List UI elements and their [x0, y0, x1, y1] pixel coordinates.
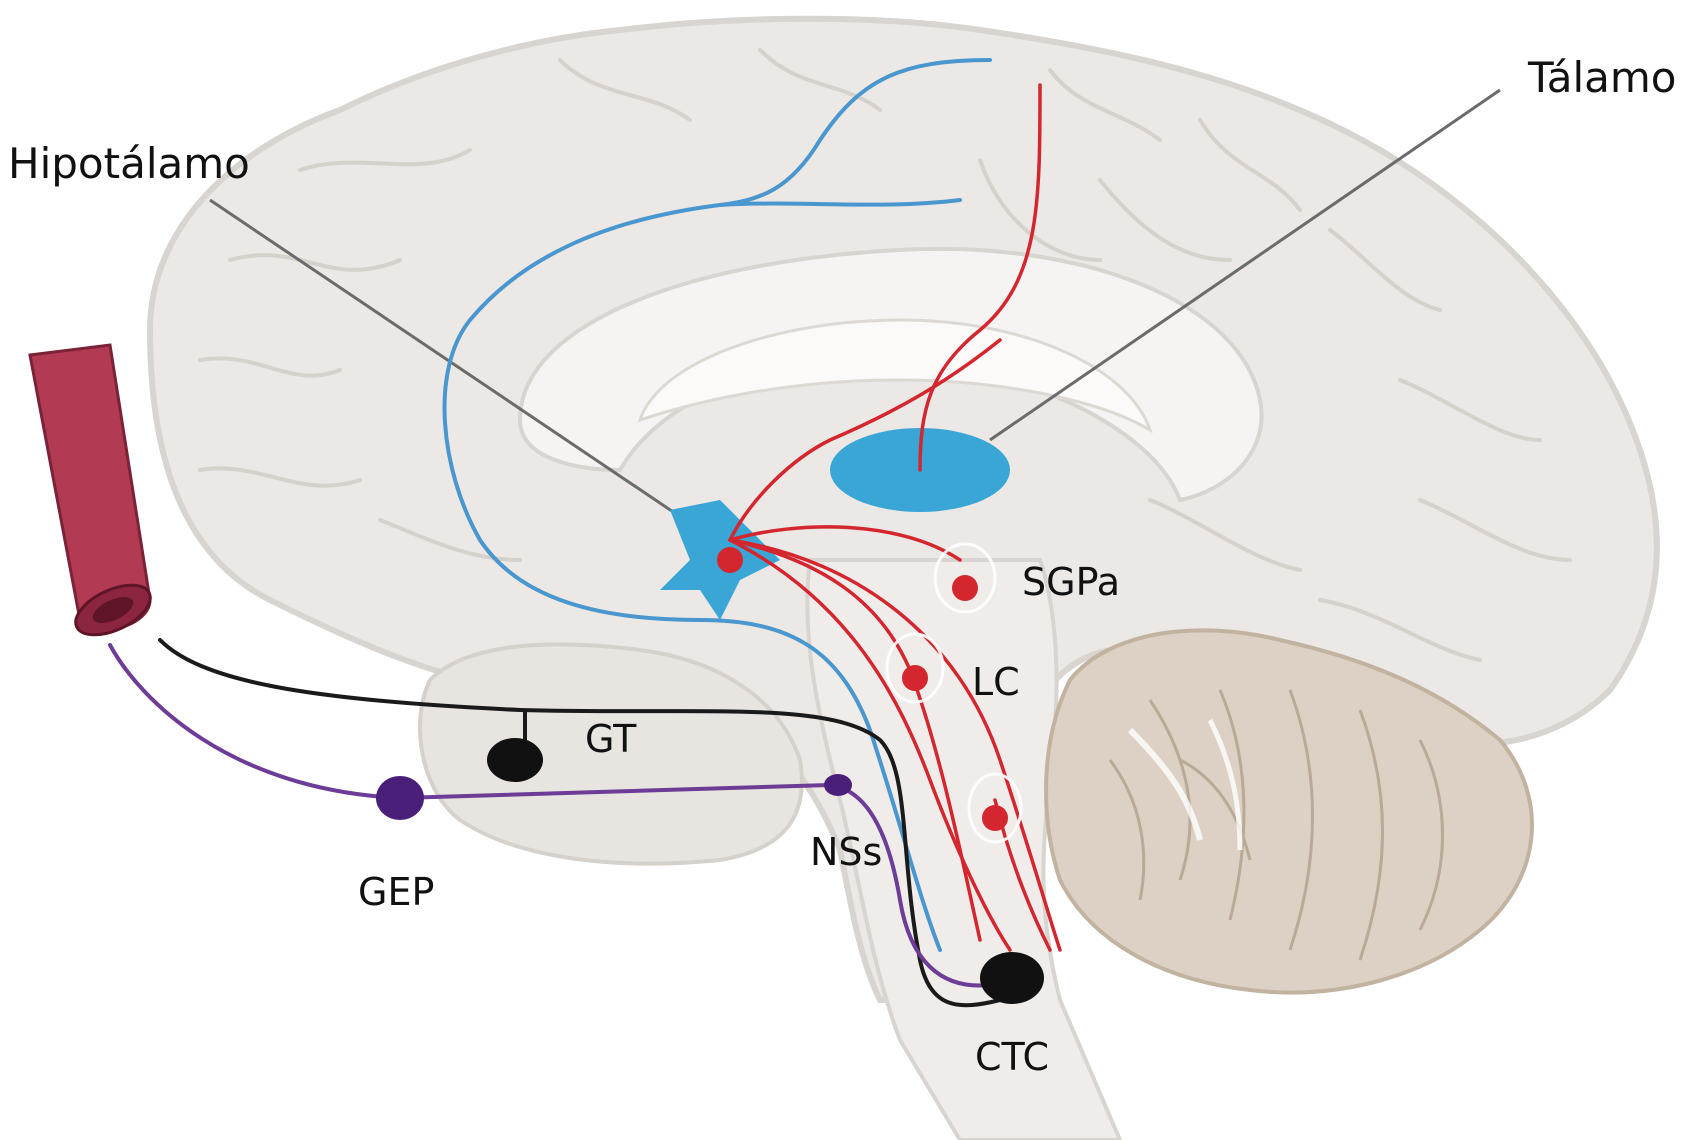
- label-gt: GT: [585, 717, 637, 761]
- corpus-callosum: [517, 246, 1264, 503]
- blue-pathway: [442, 58, 992, 952]
- hipotalamo-pointer: [209, 198, 701, 532]
- cerebrum: [146, 15, 1660, 1140]
- temporal-lobe: [418, 642, 804, 866]
- label-gep: GEP: [358, 870, 434, 914]
- label-ctc: CTC: [975, 1035, 1049, 1079]
- hypothalamus-neuron: [717, 547, 743, 573]
- label-hipotalamo: Hipotálamo: [8, 139, 250, 188]
- brainstem: [805, 558, 1123, 1140]
- black-pathway: [158, 638, 1002, 1008]
- blood-vessel-icon: [28, 343, 152, 637]
- label-nss: NSs: [810, 830, 882, 874]
- sulci: [198, 48, 1572, 662]
- pons-neuron: [982, 805, 1008, 831]
- purple-pathway: [108, 643, 992, 988]
- ctc-neuron: [980, 952, 1044, 1004]
- nss-neuron: [824, 774, 852, 796]
- lc-neuron: [902, 665, 928, 691]
- gt-neuron: [487, 738, 543, 782]
- ventricle: [637, 318, 1153, 434]
- sgpa-neuron: [952, 575, 978, 601]
- pointer-lines: [209, 88, 1501, 532]
- label-talamo: Tálamo: [1527, 53, 1676, 102]
- cerebellum: [1044, 628, 1535, 995]
- gep-neuron: [376, 776, 424, 820]
- talamo-pointer: [989, 88, 1501, 442]
- label-sgpa: SGPa: [1022, 560, 1120, 604]
- label-lc: LC: [972, 660, 1020, 704]
- cerebellum-folia: [1108, 689, 1444, 961]
- red-neurons: [717, 547, 1008, 831]
